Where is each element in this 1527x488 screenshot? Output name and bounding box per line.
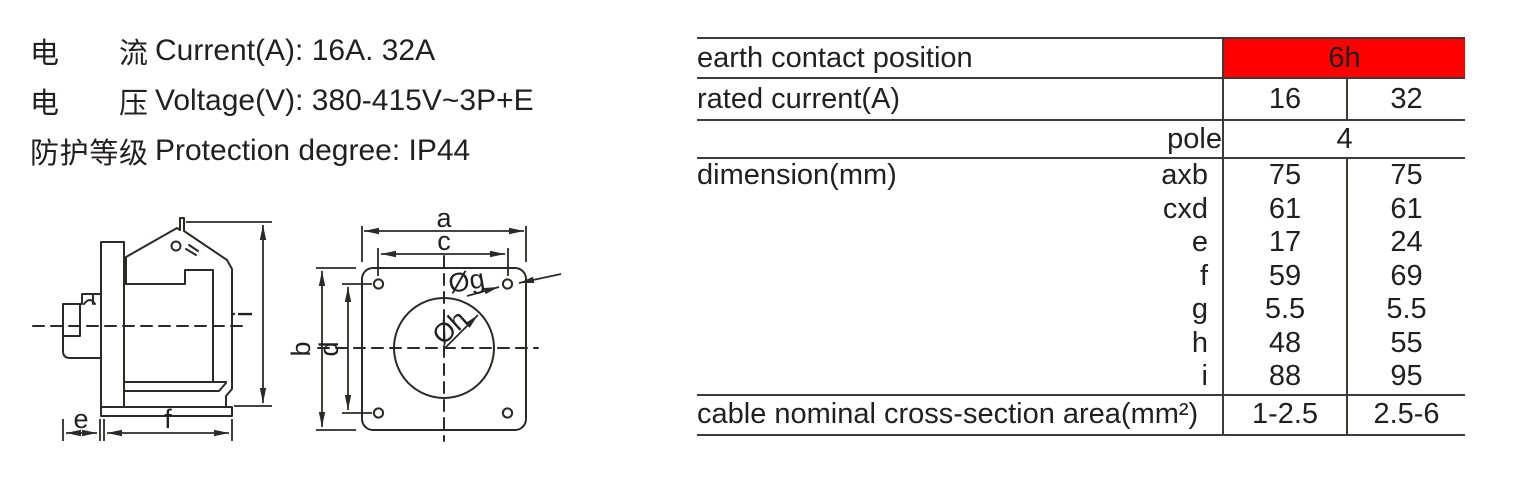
dim-label-f: f (164, 404, 172, 434)
dim-label-i: i (228, 311, 258, 317)
spec-line-current: 电流 Current(A): 16A. 32A (30, 26, 534, 76)
dim-label-g: Øg (446, 263, 487, 299)
cable-section-16a: 1-2.5 (1223, 393, 1348, 436)
dim-value: 75 (1268, 159, 1302, 191)
dim-value: 75 (1390, 159, 1423, 191)
spec-line-protection: 防护等级 Protection degree: IP44 (30, 126, 534, 176)
dim-row-label: cxd (1162, 192, 1208, 225)
dim-row-label: g (1191, 293, 1208, 325)
table-row-pole: pole 4 (697, 119, 1466, 158)
dim-row-label: h (1191, 326, 1208, 359)
dim-value: 48 (1268, 326, 1302, 359)
table-row-earth-contact: earth contact position 6h (697, 37, 1466, 78)
dim-label-h: Øh (427, 304, 474, 350)
spec-current-cn: 电流 (30, 38, 148, 70)
rated-current-16: 16 (1223, 77, 1348, 120)
cable-section-32a: 2.5-6 (1347, 393, 1466, 436)
dim-value: 69 (1390, 259, 1423, 292)
dim-value: 95 (1390, 360, 1423, 392)
dim-value: 5.5 (1386, 293, 1427, 325)
dimension-label: dimension(mm) (697, 159, 897, 191)
dim-label-e: e (73, 404, 88, 434)
spec-protection-cn: 防护等级 (30, 138, 148, 170)
rated-current-32: 32 (1347, 77, 1466, 120)
front-view-drawing: a c b d Øg Øh (286, 203, 562, 442)
dimension-values-32a: 75 61 24 69 5.5 55 95 (1348, 159, 1465, 394)
dim-value: 88 (1268, 360, 1302, 392)
spec-voltage-cn: 电压 (30, 88, 148, 120)
dim-label-c: c (437, 226, 451, 256)
pole-label: pole (697, 119, 1224, 158)
dim-label-b: b (286, 341, 316, 356)
rated-current-label: rated current(A) (697, 77, 1224, 120)
dim-row-label: i (1201, 360, 1208, 392)
table-row-dimensions: dimension(mm) axb cxd e f g h i 75 61 (697, 157, 1466, 395)
dimension-sublabels: axb cxd e f g h i (1161, 159, 1222, 394)
dim-row-label: axb (1161, 159, 1208, 191)
spec-table: earth contact position 6h rated current(… (697, 37, 1466, 436)
dim-label-d: d (314, 341, 344, 356)
table-row-rated-current: rated current(A) 16 32 (697, 77, 1466, 120)
cable-section-label: cable nominal cross-section area(mm²) (697, 393, 1224, 436)
table-row-cable-section: cable nominal cross-section area(mm²) 1-… (697, 393, 1466, 436)
dim-row-label: f (1199, 259, 1208, 292)
earth-contact-label: earth contact position (697, 37, 1224, 78)
spec-protection-en: Protection degree: IP44 (155, 134, 471, 167)
earth-contact-value: 6h (1223, 37, 1466, 78)
dim-value: 55 (1390, 326, 1423, 359)
dim-label-a: a (436, 203, 452, 233)
spec-line-voltage: 电压 Voltage(V): 380-415V~3P+E (30, 76, 534, 126)
dim-value: 59 (1268, 259, 1302, 292)
side-view-drawing: e f i (32, 217, 272, 441)
dim-value: 5.5 (1264, 293, 1306, 325)
dimension-values-16a: 75 61 17 59 5.5 48 88 (1224, 159, 1346, 394)
spec-voltage-en: Voltage(V): 380-415V~3P+E (155, 84, 534, 117)
dim-value: 24 (1390, 226, 1423, 258)
dim-row-label: e (1191, 226, 1208, 258)
spec-text-block: 电流 Current(A): 16A. 32A 电压 Voltage(V): 3… (30, 26, 534, 176)
dim-value: 17 (1268, 226, 1302, 258)
spec-current-en: Current(A): 16A. 32A (155, 34, 436, 67)
dim-value: 61 (1390, 192, 1423, 225)
dim-value: 61 (1268, 192, 1302, 225)
pole-value: 4 (1223, 119, 1466, 158)
